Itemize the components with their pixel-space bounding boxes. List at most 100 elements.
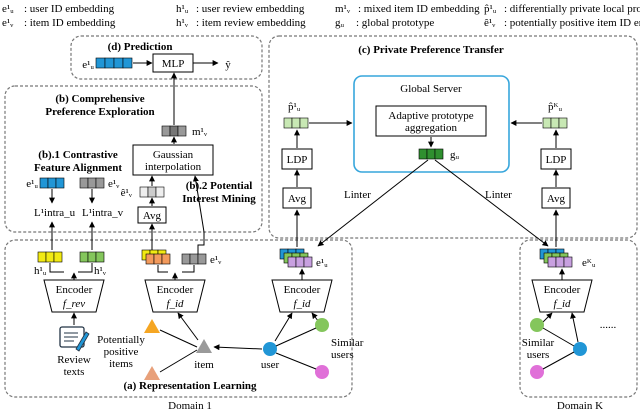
legend-text-h-v: : item review embedding: [196, 17, 306, 29]
prediction-title: (d) Prediction: [108, 41, 173, 53]
legend-sym-m-v: m¹ᵥ: [335, 3, 351, 15]
similar-user-green: [315, 318, 329, 332]
phat-vector-d1: [283, 117, 309, 129]
domain-1-label: Domain 1: [168, 400, 212, 412]
l-inter-right: Linter: [485, 189, 512, 201]
pred-e-u-label: e¹ᵤ: [82, 59, 94, 71]
similar-user-green-dk: [530, 318, 544, 332]
item-encoder-box: [144, 279, 206, 313]
legend-text-m-v: : mixed item ID embedding: [358, 3, 480, 15]
pot-text-2: positive: [104, 346, 139, 358]
potential-item-triangle-2: [144, 366, 160, 380]
m-v-label: m¹ᵥ: [192, 126, 208, 138]
review-encoder-label: Encoder: [56, 284, 93, 296]
arrow-userk-enc: [570, 312, 579, 343]
legend-text-e-v: : item ID embedding: [24, 17, 116, 29]
potential-item-triangle-1: [144, 319, 160, 333]
edge-userk-sim2: [542, 351, 575, 370]
adaptive-box: [375, 105, 487, 137]
f-id-item-label: f_id: [166, 298, 184, 310]
item-e-v-label: e¹ᵥ: [210, 254, 222, 266]
f-id-user-label: f_id: [293, 298, 311, 310]
h-u-vector: [37, 251, 63, 263]
l-intra-v: L¹intra_v: [82, 207, 124, 219]
g-u-label: gᵤ: [450, 149, 460, 161]
edge-user-sim1: [275, 327, 317, 347]
hv-join: [78, 263, 93, 273]
contrastive-title-2: Feature Alignment: [34, 162, 122, 174]
arrow-item-enc: [177, 312, 199, 341]
arrow-linter-dk: [434, 159, 549, 247]
f-rev-label: f_rev: [63, 298, 85, 310]
pot-text-1: Potentially: [97, 334, 145, 346]
l-inter-left: Linter: [344, 189, 371, 201]
user-stack-vectors: [279, 248, 313, 268]
similar-text-1: Similar: [331, 337, 364, 349]
gaussian-box: [132, 144, 214, 176]
legend: e¹ᵤ : user ID embedding e¹ᵥ : item ID em…: [2, 3, 640, 29]
legend-text-phat: : differentially private local prototype: [504, 3, 640, 15]
representation-title: (a) Representation Learning: [123, 380, 257, 392]
avg-box-item: [137, 206, 167, 224]
domain-k-label: Domain K: [557, 400, 603, 412]
legend-text-ehat: : potentially positive item ID embedding: [504, 17, 640, 29]
hu-join: [49, 263, 64, 273]
gaussian-label-1: Gaussian: [153, 149, 194, 161]
global-server-label: Global Server: [400, 83, 462, 95]
ldp-label-dk: LDP: [546, 154, 567, 166]
item-text: item: [194, 359, 214, 371]
user-e-u-label: e¹ᵤ: [316, 257, 328, 269]
representation-domain1-region: [4, 239, 353, 398]
legend-sym-g-u: gᵤ: [335, 17, 345, 29]
arrow-user-enc: [274, 312, 293, 342]
avg-label-d1: Avg: [288, 193, 307, 205]
similar-text-2: users: [331, 349, 354, 361]
h-u-label: h¹ᵤ: [34, 265, 47, 277]
review-text-1: Review: [57, 354, 91, 366]
legend-text-h-u: : user review embedding: [196, 3, 305, 15]
edge-user-item: [213, 344, 263, 351]
arrow-ev-gauss: [192, 175, 205, 233]
user-node-dk: [573, 342, 587, 356]
edge-userk-sim1: [542, 327, 575, 347]
legend-sym-h-u: h¹ᵤ: [176, 3, 189, 15]
legend-text-e-u: : user ID embedding: [24, 3, 115, 15]
potential-title-1: (b).2 Potential: [186, 180, 253, 192]
item-encoder-label: Encoder: [157, 284, 194, 296]
similar-text-2-dk: users: [527, 349, 550, 361]
ldp-box-dk: [540, 148, 572, 170]
legend-sym-ehat: ê¹ᵥ: [484, 17, 496, 29]
edge-user-sim2: [275, 352, 317, 370]
pot-text-3: items: [109, 358, 133, 370]
gaussian-label-2: interpolation: [145, 161, 202, 173]
edge-item-pot2: [159, 349, 198, 373]
l-intra-u: L¹intra_u: [34, 207, 76, 219]
g-u-vector: [418, 148, 444, 160]
adaptive-label-1: Adaptive prototype: [388, 110, 473, 122]
item-e-v-vector: [181, 253, 207, 265]
legend-sym-e-u: e¹ᵤ: [2, 3, 14, 15]
potential-title-2: Interest Mining: [182, 193, 256, 205]
mlp-label: MLP: [162, 58, 185, 70]
avg-label-item: Avg: [143, 210, 162, 222]
review-icon: [59, 326, 90, 352]
similar-user-pink: [315, 365, 329, 379]
user-node: [263, 342, 277, 356]
phat-label-d1: p̂¹ᵤ: [288, 101, 301, 113]
comprehensive-title-2: Preference Exploration: [45, 106, 154, 118]
ldp-box-d1: [281, 148, 313, 170]
similar-user-pink-dk: [530, 365, 544, 379]
user-e-u-label-dk: eᴷᵤ: [582, 257, 596, 269]
ev-join: [182, 265, 195, 273]
representation-domainK-region: [519, 239, 638, 398]
legend-text-g-u: : global prototype: [356, 17, 434, 29]
ca-e-u-vector: [39, 177, 65, 189]
ev-to-gauss-line: [197, 232, 205, 258]
comprehensive-title-1: (b) Comprehensive: [55, 93, 144, 105]
avg-label-dk: Avg: [547, 193, 566, 205]
phat-label-dk: p̂ᴷᵤ: [548, 101, 563, 113]
ehat-label: ê¹ᵥ: [121, 187, 133, 199]
h-v-vector: [79, 251, 105, 263]
